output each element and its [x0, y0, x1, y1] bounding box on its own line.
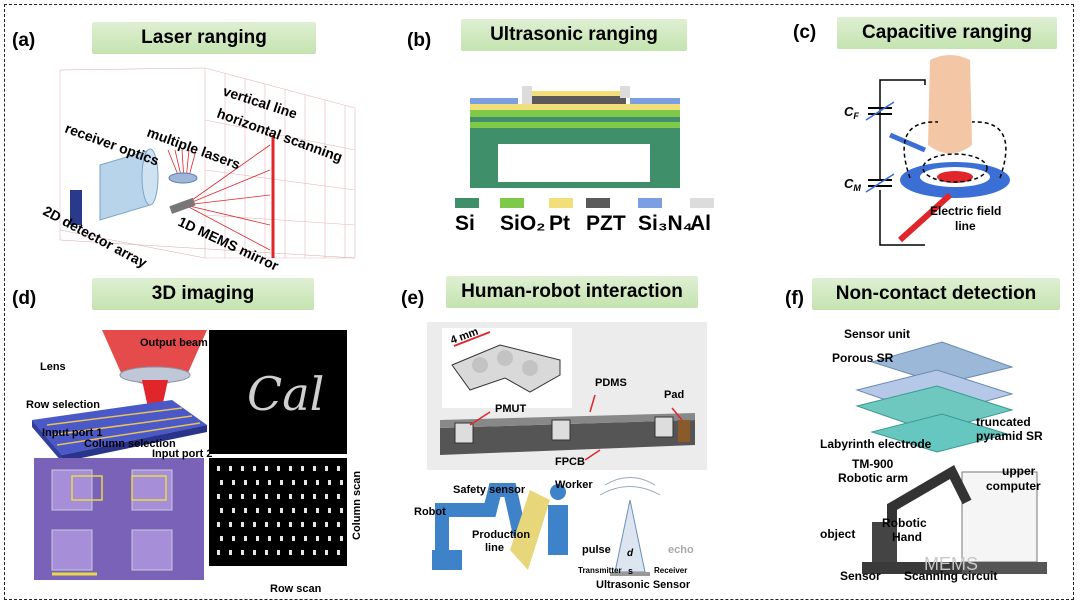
- label-robot: Robot: [414, 506, 446, 518]
- non-contact-diagrams: Sensor unit Porous SR truncated pyramid …: [820, 327, 1047, 583]
- legend-swatch: [500, 198, 524, 208]
- worker-head: [550, 484, 566, 500]
- label-row-scan: Row scan: [270, 583, 322, 595]
- label-tm900-2: Robotic arm: [838, 471, 908, 485]
- panel-e-title: Human-robot interaction: [446, 276, 698, 308]
- label-pad: Pad: [664, 389, 684, 401]
- ultrasonic-cross-section: [470, 86, 680, 188]
- label-truncated-1: truncated: [976, 415, 1031, 429]
- panel-d-title: 3D imaging: [92, 278, 314, 310]
- label-upper-2: computer: [986, 479, 1041, 493]
- panel-f-letter: (f): [785, 288, 804, 309]
- finger-shape: [928, 55, 972, 154]
- label-echo: echo: [668, 544, 694, 556]
- label-lens: Lens: [40, 361, 66, 373]
- label-fpcb: FPCB: [555, 456, 585, 468]
- upper-computer-screen: [961, 471, 1038, 563]
- label-output-beam: Output beam: [140, 337, 208, 349]
- scan-field: [204, 67, 356, 259]
- label-safety-sensor: Safety sensor: [453, 484, 526, 496]
- imaging-diagrams: Cal Output beam Lens Row selection Input…: [26, 330, 363, 595]
- label-d: d: [627, 548, 634, 559]
- label-pmut: PMUT: [495, 403, 526, 415]
- detector-array: [70, 190, 82, 225]
- point-cloud-dots: [217, 466, 343, 555]
- panel-c-title: Capacitive ranging: [837, 17, 1057, 49]
- label-input-port-1: Input port 1: [42, 427, 103, 439]
- legend-swatch: [586, 198, 610, 208]
- label-ultrasonic-sensor: Ultrasonic Sensor: [596, 579, 691, 591]
- label-truncated-2: pyramid SR: [976, 429, 1043, 443]
- labyrinth-electrode-layer: [870, 413, 1009, 453]
- worker-body: [548, 505, 568, 555]
- legend-label: Pt: [549, 212, 570, 235]
- label-scanning: Scanning circuit: [904, 569, 997, 583]
- panel-d-letter: (d): [12, 288, 37, 309]
- label-production-1: Production: [472, 529, 530, 541]
- label-worker: Worker: [555, 479, 593, 491]
- capacitive-diagram: CF CM Electric field line: [844, 55, 1010, 246]
- label-sensor: Sensor: [840, 569, 881, 583]
- label-s: s: [628, 566, 633, 576]
- label-multiple-lasers: multiple lasers: [145, 124, 243, 173]
- production-line: [510, 490, 550, 570]
- label-field-line-1: Electric field: [930, 204, 1001, 218]
- label-column-scan: Column scan: [351, 471, 363, 540]
- label-porous-sr: Porous SR: [832, 351, 894, 365]
- legend-swatch: [549, 198, 573, 208]
- label-cm: CM: [844, 176, 861, 193]
- cal-handwriting: Cal: [247, 367, 324, 421]
- legend-label: Al: [690, 212, 711, 235]
- legend-label: Si: [455, 212, 475, 235]
- label-input-port-2: Input port 2: [152, 448, 213, 460]
- legend-swatch: [638, 198, 662, 208]
- label-column-selection: Column selection: [84, 438, 176, 450]
- label-field-line-2: line: [955, 219, 976, 233]
- cal-image: [209, 330, 347, 454]
- hri-diagrams: 4 mm PDMS Pad PMUT FPCB Safety sensor Wo…: [414, 322, 707, 591]
- label-transmitter: Transmitter: [578, 566, 622, 575]
- legend-swatch: [455, 198, 479, 208]
- label-robotic-2: Hand: [892, 530, 922, 544]
- panel-f-title: Non-contact detection: [812, 278, 1060, 310]
- figure-frame: [4, 4, 1074, 600]
- label-pdms: PDMS: [595, 377, 627, 389]
- legend-label: Si₃N₄: [638, 212, 693, 235]
- panel-a-title: Laser ranging: [92, 22, 316, 54]
- label-upper-1: upper: [1002, 464, 1036, 478]
- label-labyrinth: Labyrinth electrode: [820, 437, 932, 451]
- legend-swatch: [690, 198, 714, 208]
- legend-label: SiO₂: [500, 212, 546, 235]
- label-production-2: line: [485, 542, 504, 554]
- point-cloud-image: [209, 458, 347, 566]
- legend-label: PZT: [586, 212, 626, 235]
- robot-shape: [435, 483, 527, 550]
- panel-e-letter: (e): [401, 288, 425, 309]
- label-receiver: Receiver: [654, 566, 687, 575]
- label-tm900-1: TM-900: [852, 457, 894, 471]
- panel-b-letter: (b): [407, 30, 432, 51]
- panel-a-letter: (a): [12, 30, 36, 51]
- panel-c-letter: (c): [793, 22, 817, 43]
- label-mems-mirror: 1D MEMS mirror: [176, 213, 282, 274]
- label-pulse: pulse: [582, 544, 611, 556]
- label-detector-array: 2D detector array: [41, 203, 150, 271]
- label-sensor-unit: Sensor unit: [844, 327, 910, 341]
- label-robotic-1: Robotic: [882, 516, 927, 530]
- watermark-text: MEMS: [924, 554, 978, 574]
- mems-mirror: [169, 197, 196, 214]
- laser-ranging-diagram: vertical line horizontal scanning receiv…: [41, 67, 356, 274]
- panel-b-title: Ultrasonic ranging: [461, 19, 687, 51]
- label-row-selection: Row selection: [26, 399, 100, 411]
- label-cf: CF: [844, 104, 859, 121]
- label-object: object: [820, 527, 855, 541]
